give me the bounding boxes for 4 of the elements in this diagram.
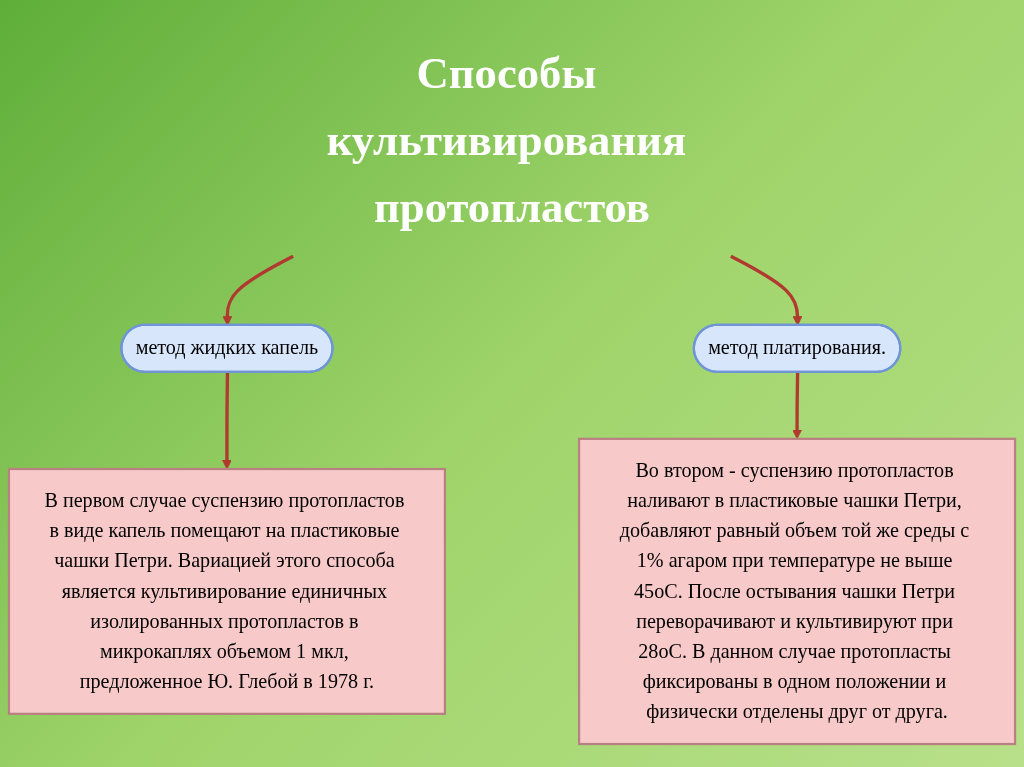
node-box: Во втором - суспензию протопластов наливают в пластиковые чашки Петри, добавляют равный объем той же среды с 1% агаром при температуре не выше 45оС. После остывания чашки Петри переворачивают и культивируют при 28оС. В данном случае протопласты фиксированы в одном положении и физически отделены друг от друга. xyxy=(577,437,1017,746)
node-text: Способы культивирования протопластов xyxy=(326,47,687,233)
arrow xyxy=(222,372,232,470)
node-box: В первом случае суспензию протопластов в виде капель помещают на пластиковые чашки Петри. Вариацией этого способа является культивирование единичных изолированных протопластов в микрокаплях объемом 1 мкл, предложенное Ю. Глебой в 1978 г. xyxy=(7,467,447,715)
